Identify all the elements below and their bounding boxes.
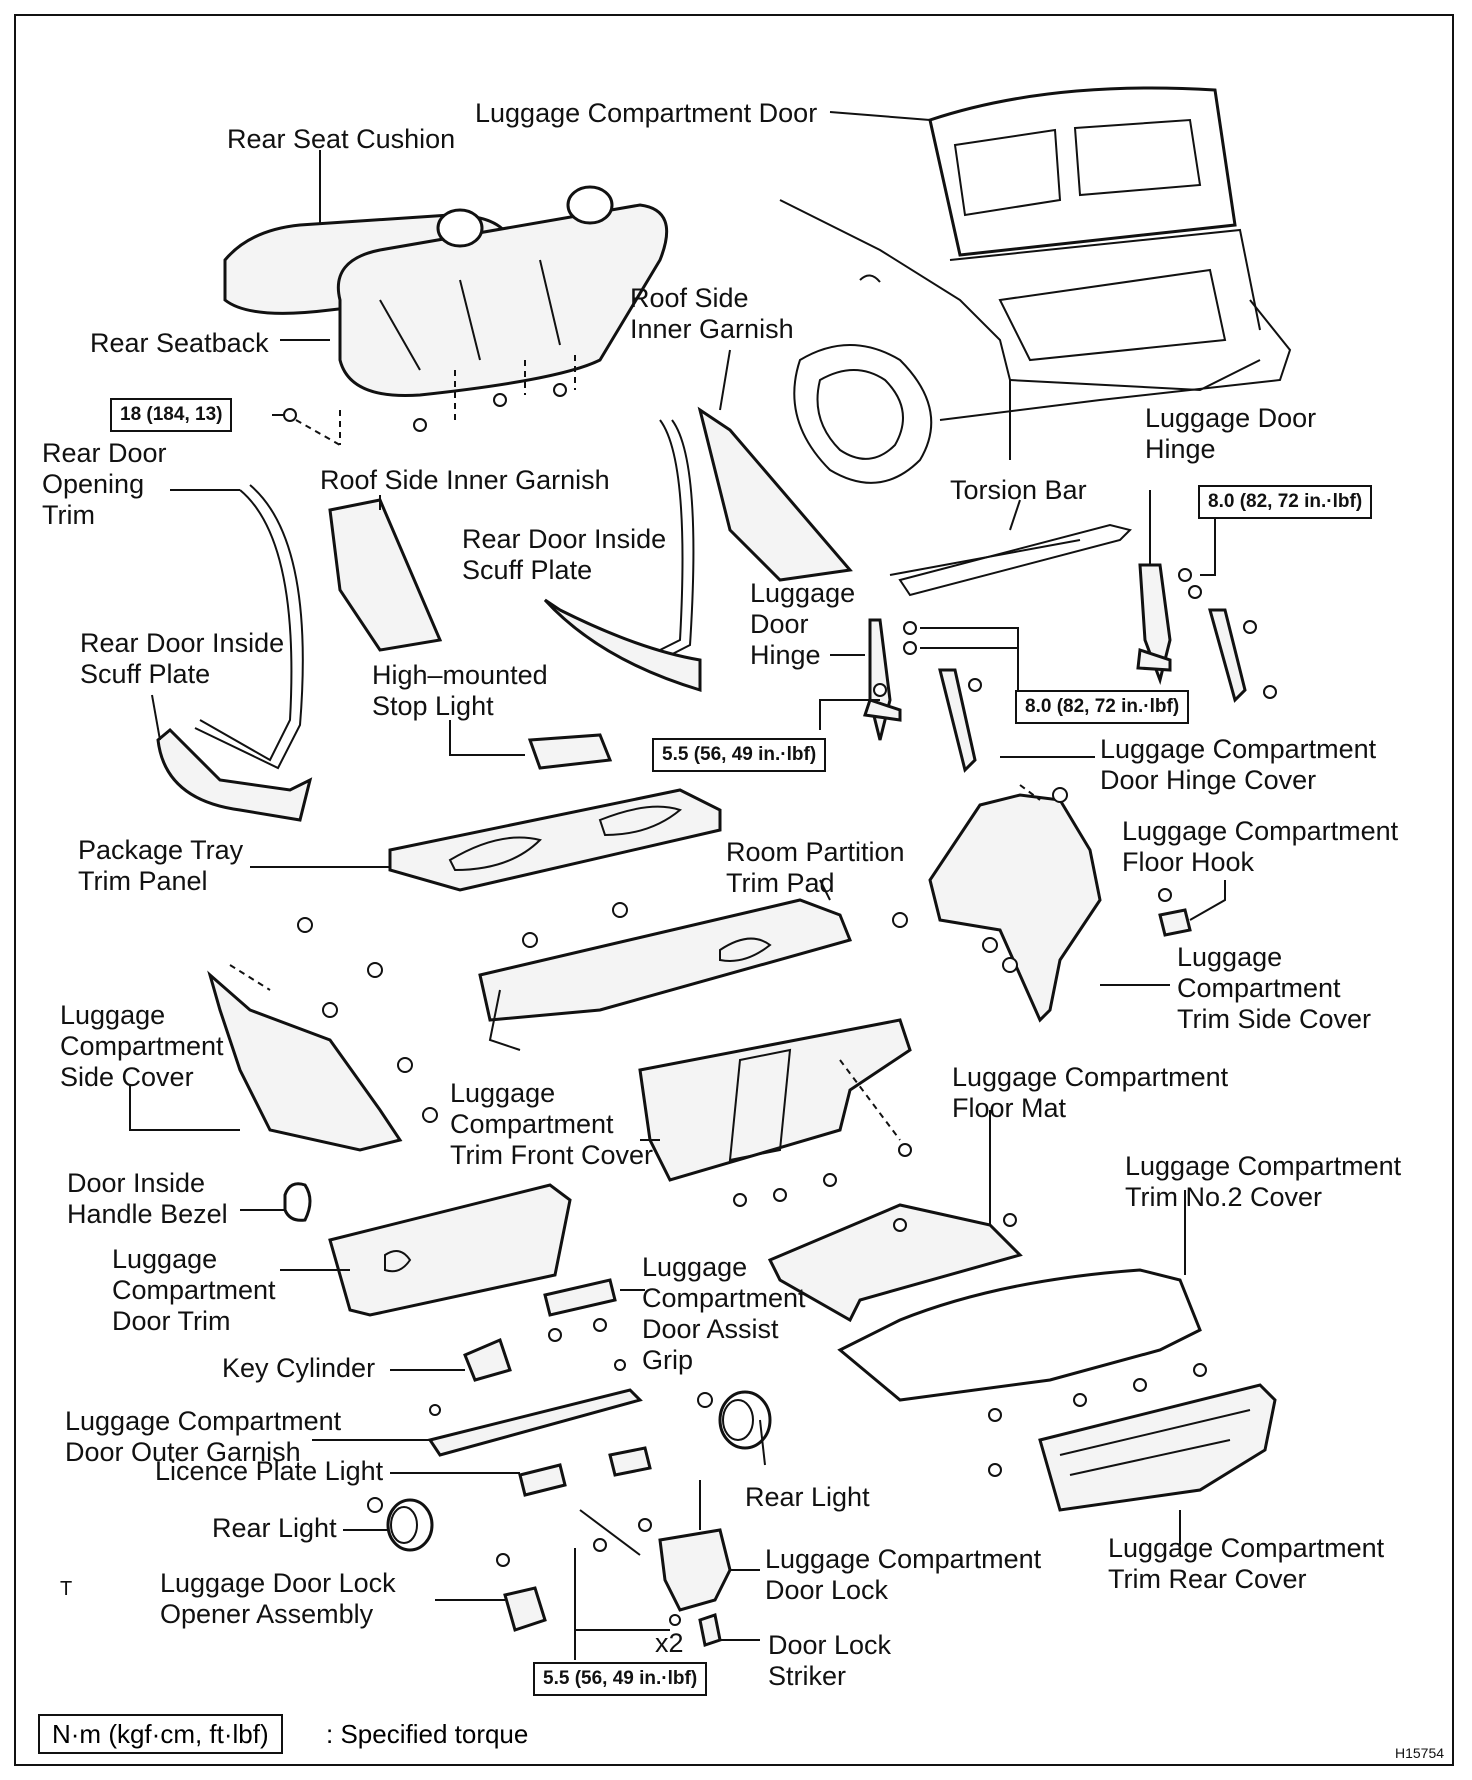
torque-seatback: 18 (184, 13) (110, 398, 233, 432)
label-luggage-compartment-door: Luggage Compartment Door (475, 98, 818, 128)
legend-meaning: : Specified torque (326, 1719, 529, 1749)
luggage-door-shape (829, 86, 1237, 257)
key-cylinder-shape (390, 1337, 512, 1382)
scuff-plate-center-shape (543, 419, 702, 693)
licence-light-shape (390, 1446, 652, 1497)
label-door-lock: Luggage Compartment Door Lock (765, 1544, 1042, 1605)
door-trim-shape (280, 1183, 572, 1317)
car-body (779, 199, 1292, 484)
label-roof-side-inner-garnish-left: Roof Side Inner Garnish (320, 465, 610, 495)
package-tray-shape (250, 788, 722, 892)
assist-grip-shape (543, 1278, 645, 1342)
room-partition-shape (478, 879, 853, 1051)
striker-shape (574, 1548, 760, 1660)
scuff-plate-left-shape (151, 694, 313, 822)
label-door-assist-grip: Luggage Compartment Door Assist Grip (642, 1252, 806, 1375)
rear-door-opening-trim-shape (170, 484, 304, 770)
label-roof-side-inner-garnish-right: Roof Side Inner Garnish (630, 283, 794, 344)
torque-hinge-right: 8.0 (82, 72 in.·lbf) (1198, 485, 1373, 519)
label-trim-side-cover: Luggage Compartment Trim Side Cover (1177, 942, 1372, 1034)
label-door-outer-garnish: Luggage Compartment Door Outer Garnish (65, 1406, 342, 1467)
floor-hook-shape (1158, 880, 1226, 937)
label-rear-door-inside-scuff-plate-left: Rear Door Inside Scuff Plate (80, 628, 285, 689)
label-floor-mat: Luggage Compartment Floor Mat (952, 1062, 1229, 1123)
seat-bolts (272, 355, 576, 446)
handle-bezel-shape (240, 1182, 312, 1222)
trim-rear-cover-shape (988, 1363, 1277, 1545)
label-x2: x2 (655, 1628, 684, 1658)
label-rear-door-inside-scuff-plate-center: Rear Door Inside Scuff Plate (462, 524, 667, 585)
floor-mat-shape (767, 1110, 1023, 1323)
label-luggage-door-hinge-left: Luggage Door Hinge (750, 578, 856, 670)
door-lock-shape (579, 1480, 760, 1612)
torque-hinge-left: 5.5 (56, 49 in.·lbf) (652, 738, 827, 772)
label-rear-seatback: Rear Seatback (90, 328, 269, 358)
label-rear-door-opening-trim: Rear Door Opening Trim (42, 438, 167, 530)
label-trim-front-cover: Luggage Compartment Trim Front Cover (450, 1078, 654, 1170)
trim-front-cover-shape (638, 1018, 912, 1207)
rear-light-right-shape (697, 1390, 772, 1466)
outer-garnish-shape (312, 1359, 643, 1457)
label-key-cylinder: Key Cylinder (222, 1353, 376, 1383)
rear-seat-shape (223, 150, 669, 398)
stop-light-shape (449, 720, 613, 770)
legend-unit-box: N·m (kgf·cm, ft·lbf) (38, 1714, 283, 1754)
label-trim-no2-cover: Luggage Compartment Trim No.2 Cover (1125, 1151, 1402, 1212)
hinges-shape (819, 490, 1277, 773)
torsion-bar-shape (889, 499, 1132, 597)
label-luggage-door-hinge-right: Luggage Door Hinge (1145, 403, 1317, 464)
label-licence-plate-light: Licence Plate Light (155, 1456, 384, 1486)
label-high-mounted-stop-light: High–mounted Stop Light (372, 660, 548, 721)
label-torsion-bar: Torsion Bar (950, 475, 1087, 505)
figure-reference: H15754 (1395, 1745, 1445, 1761)
label-door-hinge-cover: Luggage Compartment Door Hinge Cover (1100, 734, 1377, 795)
opener-assembly-shape (435, 1553, 547, 1632)
label-side-cover: Luggage Compartment Side Cover (60, 1000, 224, 1092)
label-floor-hook: Luggage Compartment Floor Hook (1122, 816, 1399, 877)
label-rear-light-left: Rear Light (212, 1513, 337, 1543)
label-t-mark: T (60, 1578, 73, 1600)
torque-lock: 5.5 (56, 49 in.·lbf) (533, 1662, 708, 1696)
label-door-trim: Luggage Compartment Door Trim (112, 1244, 276, 1336)
rear-light-left-shape (343, 1497, 434, 1552)
torque-hinge-center: 8.0 (82, 72 in.·lbf) (1015, 690, 1190, 724)
trim-no2-cover-shape (837, 1190, 1202, 1402)
roof-garnish-right-shape (697, 349, 853, 582)
label-trim-rear-cover: Luggage Compartment Trim Rear Cover (1108, 1533, 1385, 1594)
label-door-lock-opener-assembly: Luggage Door Lock Opener Assembly (160, 1568, 396, 1629)
label-room-partition-trim-pad: Room Partition Trim Pad (726, 837, 905, 898)
label-package-tray-trim-panel: Package Tray Trim Panel (78, 835, 244, 896)
roof-garnish-left-shape (328, 495, 443, 652)
trim-side-cover-shape (892, 784, 1170, 1023)
label-door-inside-handle-bezel: Door Inside Handle Bezel (67, 1168, 228, 1229)
label-door-lock-striker: Door Lock Striker (768, 1630, 892, 1691)
label-rear-seat-cushion: Rear Seat Cushion (227, 124, 456, 154)
side-cover-left-shape (129, 917, 438, 1152)
label-rear-light-right: Rear Light (745, 1482, 870, 1512)
